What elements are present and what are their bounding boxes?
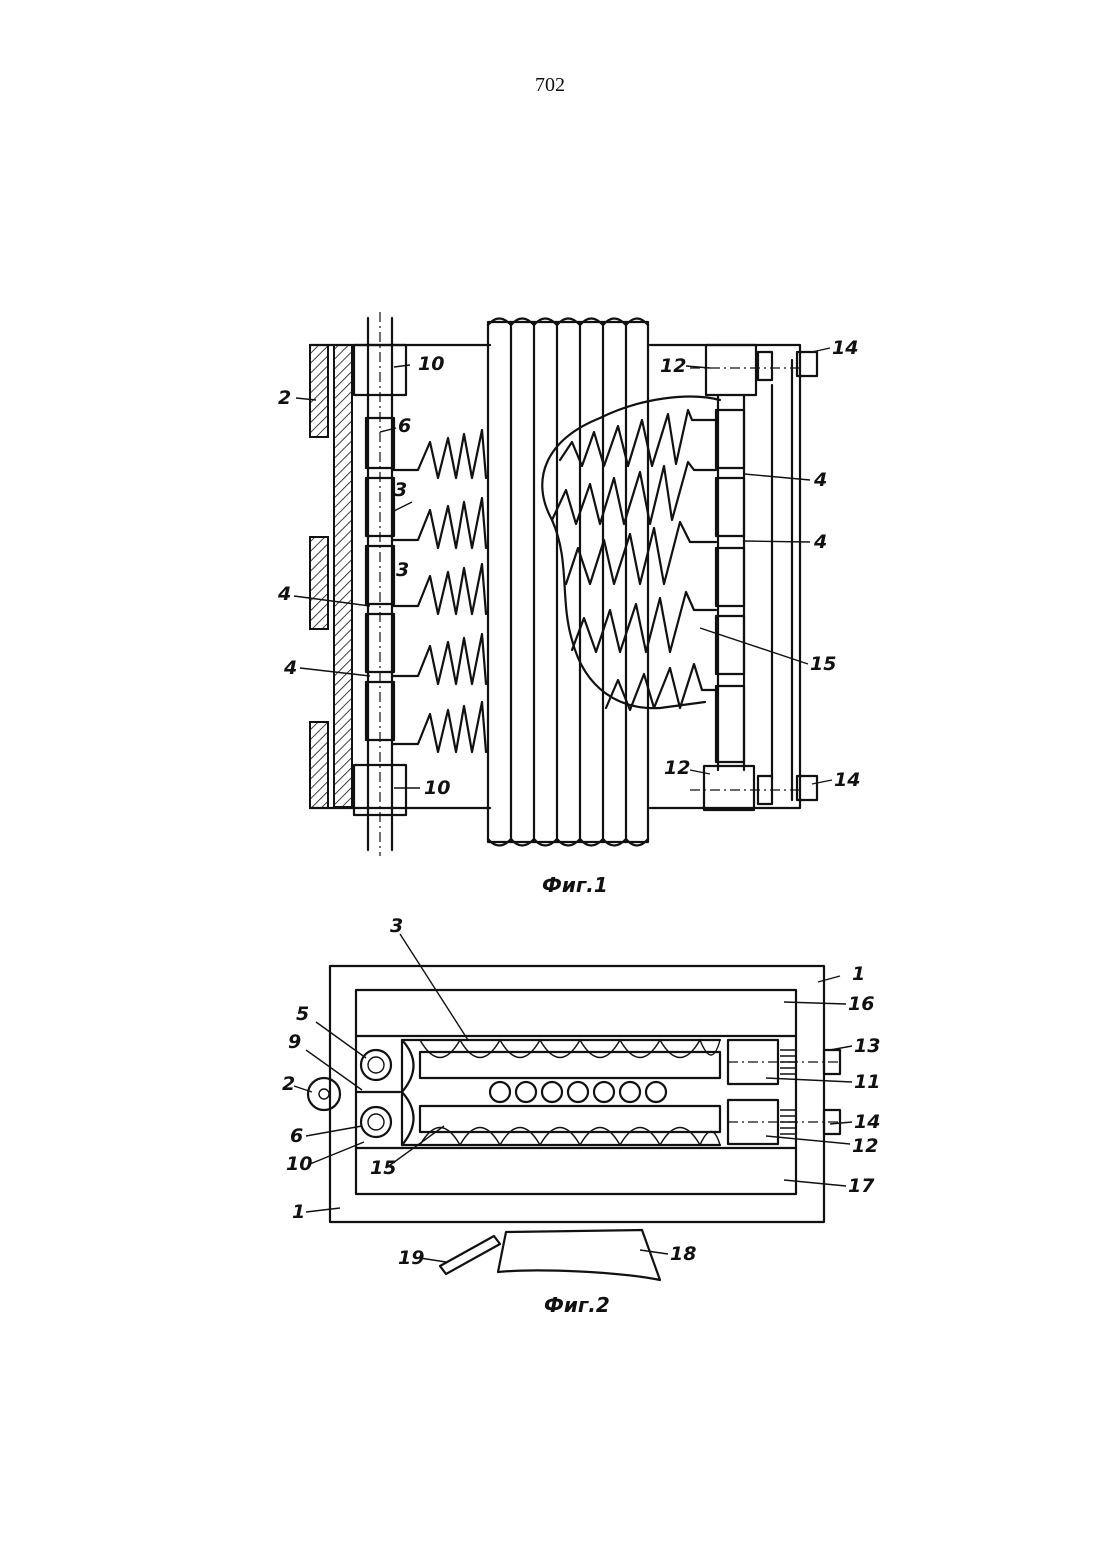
base-18 (498, 1230, 660, 1280)
fig1-label-4-upper-right: 4 (813, 469, 827, 491)
hinge-2 (308, 1078, 340, 1110)
fig1-label-2: 2 (278, 387, 291, 409)
fig1-label-12-top: 12 (660, 355, 686, 377)
guide-block-bottom (310, 722, 328, 808)
fig2-label-6: 6 (290, 1125, 303, 1147)
lever-19 (440, 1236, 500, 1274)
fig1-label-10-top: 10 (418, 353, 444, 375)
fig2-label-1-bottom: 1 (292, 1201, 305, 1223)
fig1-label-10-bottom: 10 (424, 777, 450, 799)
fig2-label-18: 18 (670, 1243, 696, 1265)
roller-stack (488, 319, 648, 846)
guide-rail-hatched (334, 345, 352, 807)
fig2-caption: Фиг.2 (544, 1293, 610, 1317)
chamber-17 (356, 1148, 796, 1194)
figure-1: 2 10 6 3 3 4 4 10 12 14 4 4 15 12 14 Фиг… (277, 312, 860, 897)
ball-chain (490, 1082, 666, 1102)
bearing-12-bottom (704, 766, 754, 810)
fig1-label-15: 15 (810, 653, 836, 675)
fig2-label-12: 12 (852, 1135, 878, 1157)
left-shaft (354, 312, 406, 856)
bearing-12-top (706, 345, 756, 395)
fig2-label-2: 2 (282, 1073, 295, 1095)
shaft-6 (361, 1107, 391, 1137)
chamber-16 (356, 990, 796, 1036)
fig2-label-16: 16 (848, 993, 874, 1015)
cutaway-outline (542, 397, 720, 709)
fig1-label-4-upper-left: 4 (277, 583, 291, 605)
fig1-label-4-lower-right: 4 (813, 531, 827, 553)
frame-right (650, 345, 800, 808)
fig2-label-1-top: 1 (852, 963, 865, 985)
fig2-label-19: 19 (398, 1247, 424, 1269)
fig1-label-12-bottom: 12 (664, 757, 690, 779)
fig1-label-4-lower-left: 4 (283, 657, 297, 679)
guide-block-top (310, 345, 328, 437)
fig2-label-5: 5 (296, 1003, 309, 1025)
fig2-label-13: 13 (854, 1035, 880, 1057)
fig2-label-15: 15 (370, 1157, 396, 1179)
fig2-label-14: 14 (854, 1111, 880, 1133)
fig2-label-9: 9 (288, 1031, 301, 1053)
right-shaft (690, 345, 817, 810)
figure-2: 3 1 16 5 13 9 11 2 6 14 12 10 15 17 1 19… (282, 915, 880, 1317)
right-springs (552, 410, 716, 710)
fig1-label-6: 6 (398, 415, 411, 437)
fig2-label-11: 11 (854, 1071, 880, 1093)
fig2-label-3: 3 (390, 915, 403, 937)
guide-block-middle (310, 537, 328, 629)
fig1-label-14-top: 14 (832, 337, 858, 359)
fig1-label-14-bottom: 14 (834, 769, 860, 791)
shaft-5 (361, 1050, 391, 1080)
fig2-leaders (294, 934, 852, 1262)
fig1-label-3-upper: 3 (394, 479, 407, 501)
fig2-label-10: 10 (286, 1153, 312, 1175)
fig1-caption: Фиг.1 (542, 873, 608, 897)
fig2-label-17: 17 (848, 1175, 875, 1197)
fig1-label-3-lower: 3 (396, 559, 409, 581)
